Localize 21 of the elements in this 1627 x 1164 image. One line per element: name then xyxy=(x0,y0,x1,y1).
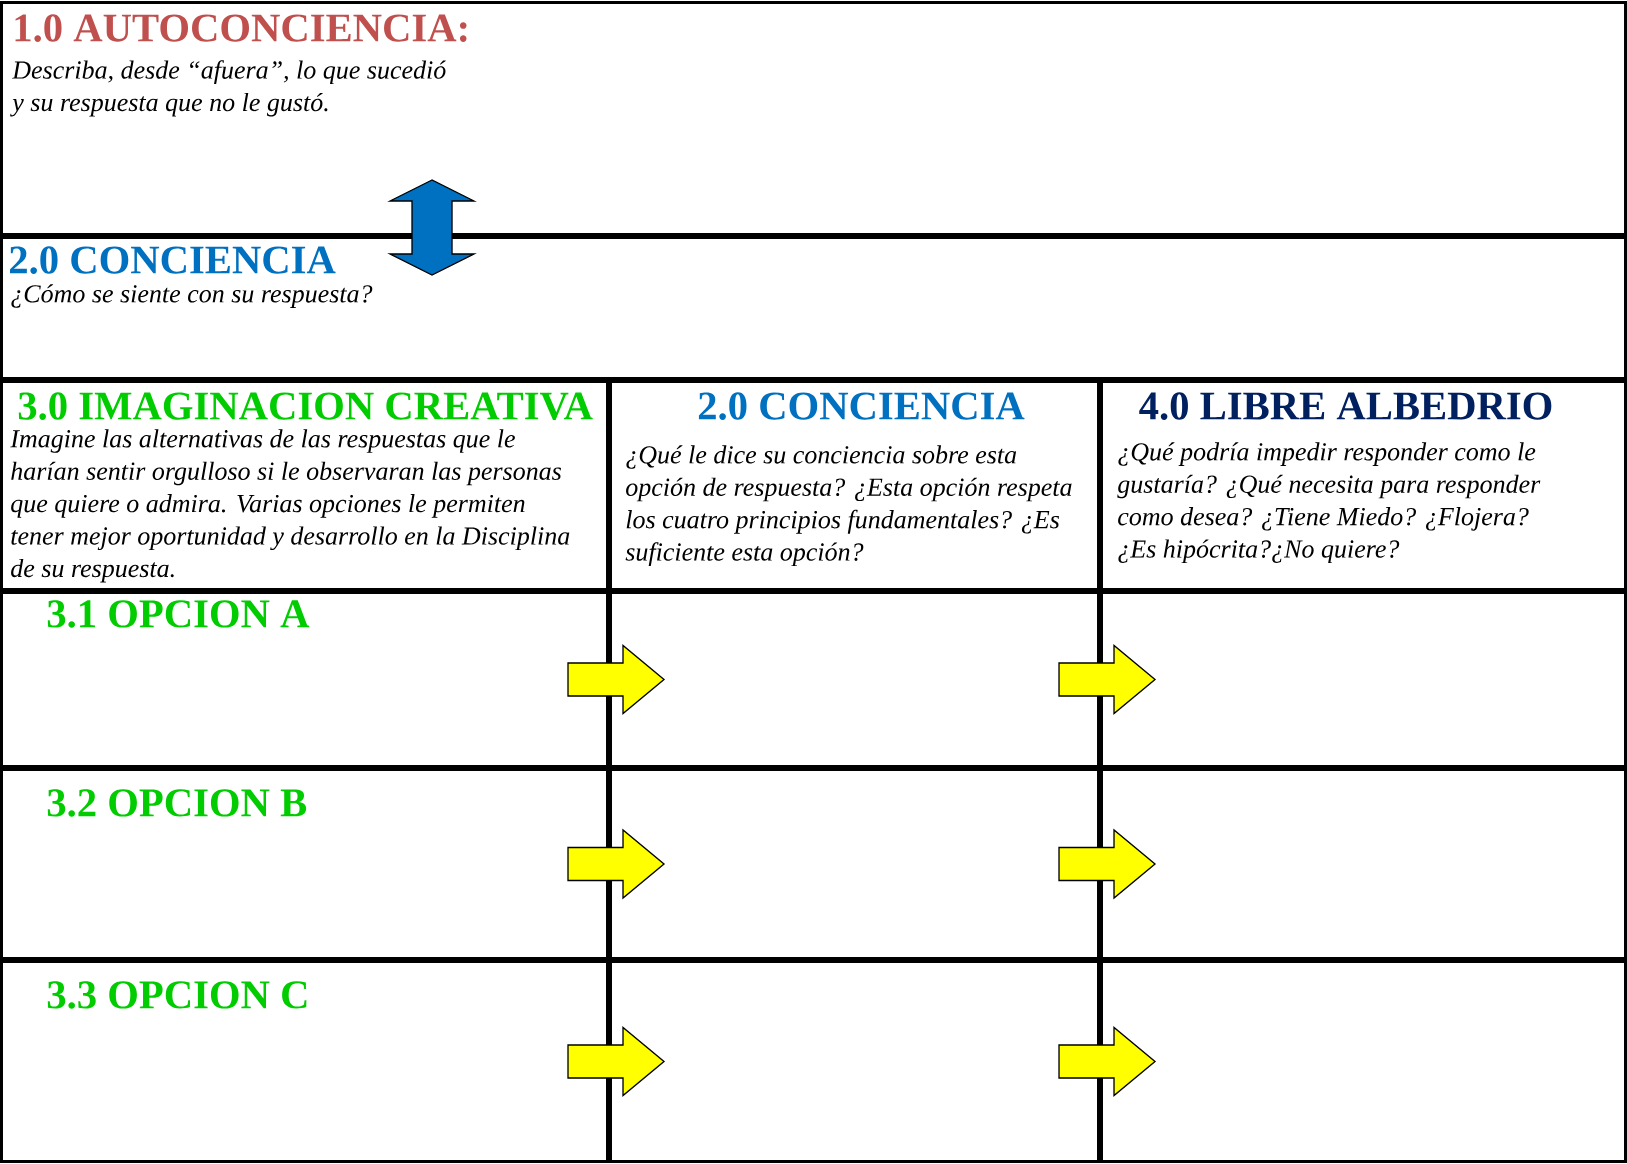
empty-cell xyxy=(1100,591,1627,768)
empty-cell xyxy=(1100,768,1627,960)
table-cell: 2.0 CONCIENCIA ¿Qué le dice su conciencia sobre esta opción de respuesta? ¿Esta opción respeta los cuatro principios fundamentales? ¿Es suficiente esta opción? xyxy=(609,380,1100,591)
table-cell: 3.3 OPCION C xyxy=(0,960,609,1163)
section-band: 1.0 AUTOCONCIENCIA: Describa, desde “afuera”, lo que sucedió y su respuesta que no le gustó. xyxy=(0,1,1627,236)
empty-cell xyxy=(609,960,1100,1163)
table-cell: 4.0 LIBRE ALBEDRIO ¿Qué podría impedir responder como le gustaría? ¿Qué necesita para responder como desea? ¿Tiene Miedo? ¿Flojera? ¿Es hipócrita?¿No quiere? xyxy=(1100,380,1627,591)
block-arrow xyxy=(567,828,666,900)
double-arrow xyxy=(387,179,477,276)
empty-cell xyxy=(609,768,1100,960)
empty-cell xyxy=(609,591,1100,768)
table-cell: 3.1 OPCION A xyxy=(0,591,609,768)
table-cell: 3.2 OPCION B xyxy=(0,768,609,960)
block-arrow xyxy=(1058,1026,1157,1097)
block-arrow xyxy=(567,1026,666,1097)
block-arrow xyxy=(1058,644,1157,715)
block-arrow xyxy=(1058,828,1157,900)
section-band: 2.0 CONCIENCIA ¿Cómo se siente con su respuesta? xyxy=(0,236,1627,380)
block-arrow xyxy=(567,644,666,715)
table-cell: 3.0 IMAGINACION CREATIVA Imagine las alternativas de las respuestas que le harían sentir orgulloso si le observaran las personas que quiere o admira. Varias opciones le permiten tener mejor oportunidad y desarrollo en la Disciplina de su respuesta. xyxy=(0,380,609,591)
empty-cell xyxy=(1100,960,1627,1163)
